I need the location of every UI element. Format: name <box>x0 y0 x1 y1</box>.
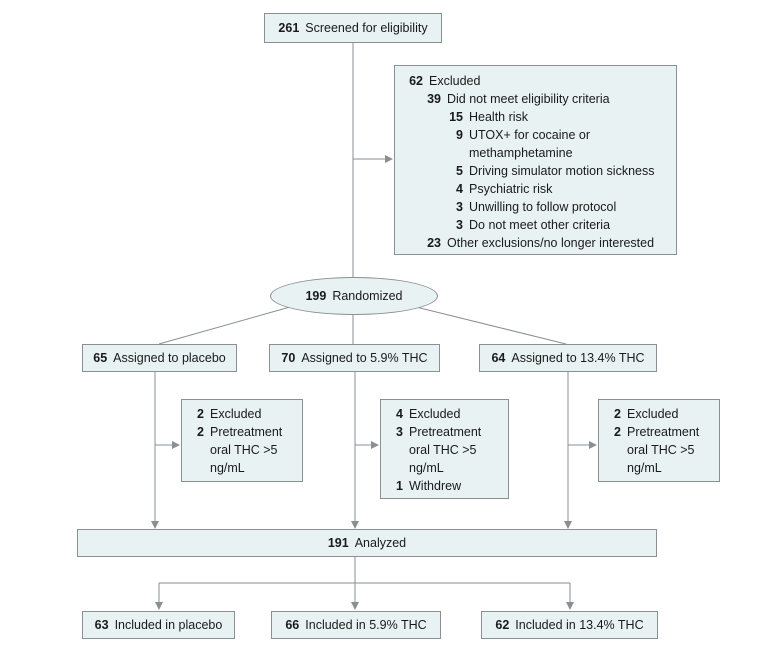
arm-excluded-item-label: Pretreatment oral THC >5 ng/mL <box>409 425 482 475</box>
arm-excluded-item-count: 2 <box>197 425 204 439</box>
arm-excluded-label: Excluded <box>210 407 262 421</box>
analyzed-count: 191 <box>327 536 349 550</box>
analyzed-box: 191 Analyzed <box>77 529 657 557</box>
reason-count: 15 <box>449 110 463 124</box>
arm-excluded-item-count: 3 <box>396 425 403 439</box>
reason-label: Health risk <box>469 110 529 124</box>
reason-count: 4 <box>456 182 463 196</box>
randomized-ellipse: 199 Randomized <box>270 277 438 315</box>
included-59-box: 66 Included in 5.9% THC <box>271 611 441 639</box>
reason-count: 9 <box>456 128 463 142</box>
eligibility-label: Did not meet eligibility criteria <box>447 92 610 106</box>
excluded-134-box: 2 Excluded 2 Pretreatment oral THC >5 ng… <box>598 399 720 482</box>
excluded-main-label: Excluded <box>429 74 481 88</box>
analyzed-label: Analyzed <box>354 536 407 550</box>
reason-count: 5 <box>456 164 463 178</box>
included-count: 63 <box>94 618 109 632</box>
screened-count: 261 <box>278 21 300 35</box>
arm-excluded-item-label: Pretreatment oral THC >5 ng/mL <box>210 425 283 475</box>
excluded-59-box: 4 Excluded 3 Pretreatment oral THC >5 ng… <box>380 399 509 499</box>
excluded-main-box: 62 Excluded 39 Did not meet eligibility … <box>394 65 677 255</box>
arm-excluded-count: 4 <box>396 407 403 421</box>
arm-excluded-item-count: 2 <box>614 425 621 439</box>
included-label: Included in 5.9% THC <box>305 618 427 632</box>
connector-randomized-placebo <box>158 306 291 345</box>
screened-box: 261 Screened for eligibility <box>264 13 442 43</box>
randomized-count: 199 <box>305 289 327 303</box>
included-label: Included in placebo <box>114 618 223 632</box>
randomized-label: Randomized <box>332 289 403 303</box>
other-exclusions-label: Other exclusions/no longer interested <box>447 236 655 250</box>
assigned-label: Assigned to 5.9% THC <box>301 351 428 365</box>
included-count: 62 <box>495 618 510 632</box>
excluded-placebo-box: 2 Excluded 2 Pretreatment oral THC >5 ng… <box>181 399 303 482</box>
assigned-count: 70 <box>281 351 296 365</box>
eligibility-count: 39 <box>427 92 441 106</box>
arm-excluded-item-label: Pretreatment oral THC >5 ng/mL <box>627 425 700 475</box>
arm-excluded-label: Excluded <box>409 407 461 421</box>
included-label: Included in 13.4% THC <box>515 618 644 632</box>
connector-randomized-134 <box>415 306 567 345</box>
included-134-box: 62 Included in 13.4% THC <box>481 611 658 639</box>
assigned-134-box: 64 Assigned to 13.4% THC <box>479 344 657 372</box>
reason-count: 3 <box>456 200 463 214</box>
arm-excluded-count: 2 <box>197 407 204 421</box>
reason-label: Psychiatric risk <box>469 182 553 196</box>
reason-label: UTOX+ for cocaine or methamphetamine <box>469 128 591 160</box>
assigned-placebo-box: 65 Assigned to placebo <box>82 344 237 372</box>
excluded-main-count: 62 <box>409 74 423 88</box>
arm-excluded-item-label: Withdrew <box>409 479 462 493</box>
assigned-count: 65 <box>93 351 108 365</box>
arm-excluded-item-count: 1 <box>396 479 403 493</box>
arm-excluded-count: 2 <box>614 407 621 421</box>
assigned-59-box: 70 Assigned to 5.9% THC <box>269 344 440 372</box>
reason-label: Do not meet other criteria <box>469 218 611 232</box>
other-exclusions-count: 23 <box>427 236 441 250</box>
reason-count: 3 <box>456 218 463 232</box>
assigned-label: Assigned to placebo <box>113 351 226 365</box>
assigned-count: 64 <box>491 351 506 365</box>
arm-excluded-label: Excluded <box>627 407 679 421</box>
reason-label: Unwilling to follow protocol <box>469 200 617 214</box>
assigned-label: Assigned to 13.4% THC <box>511 351 645 365</box>
reason-label: Driving simulator motion sickness <box>469 164 655 178</box>
screened-label: Screened for eligibility <box>305 21 428 35</box>
included-placebo-box: 63 Included in placebo <box>82 611 235 639</box>
included-count: 66 <box>285 618 300 632</box>
